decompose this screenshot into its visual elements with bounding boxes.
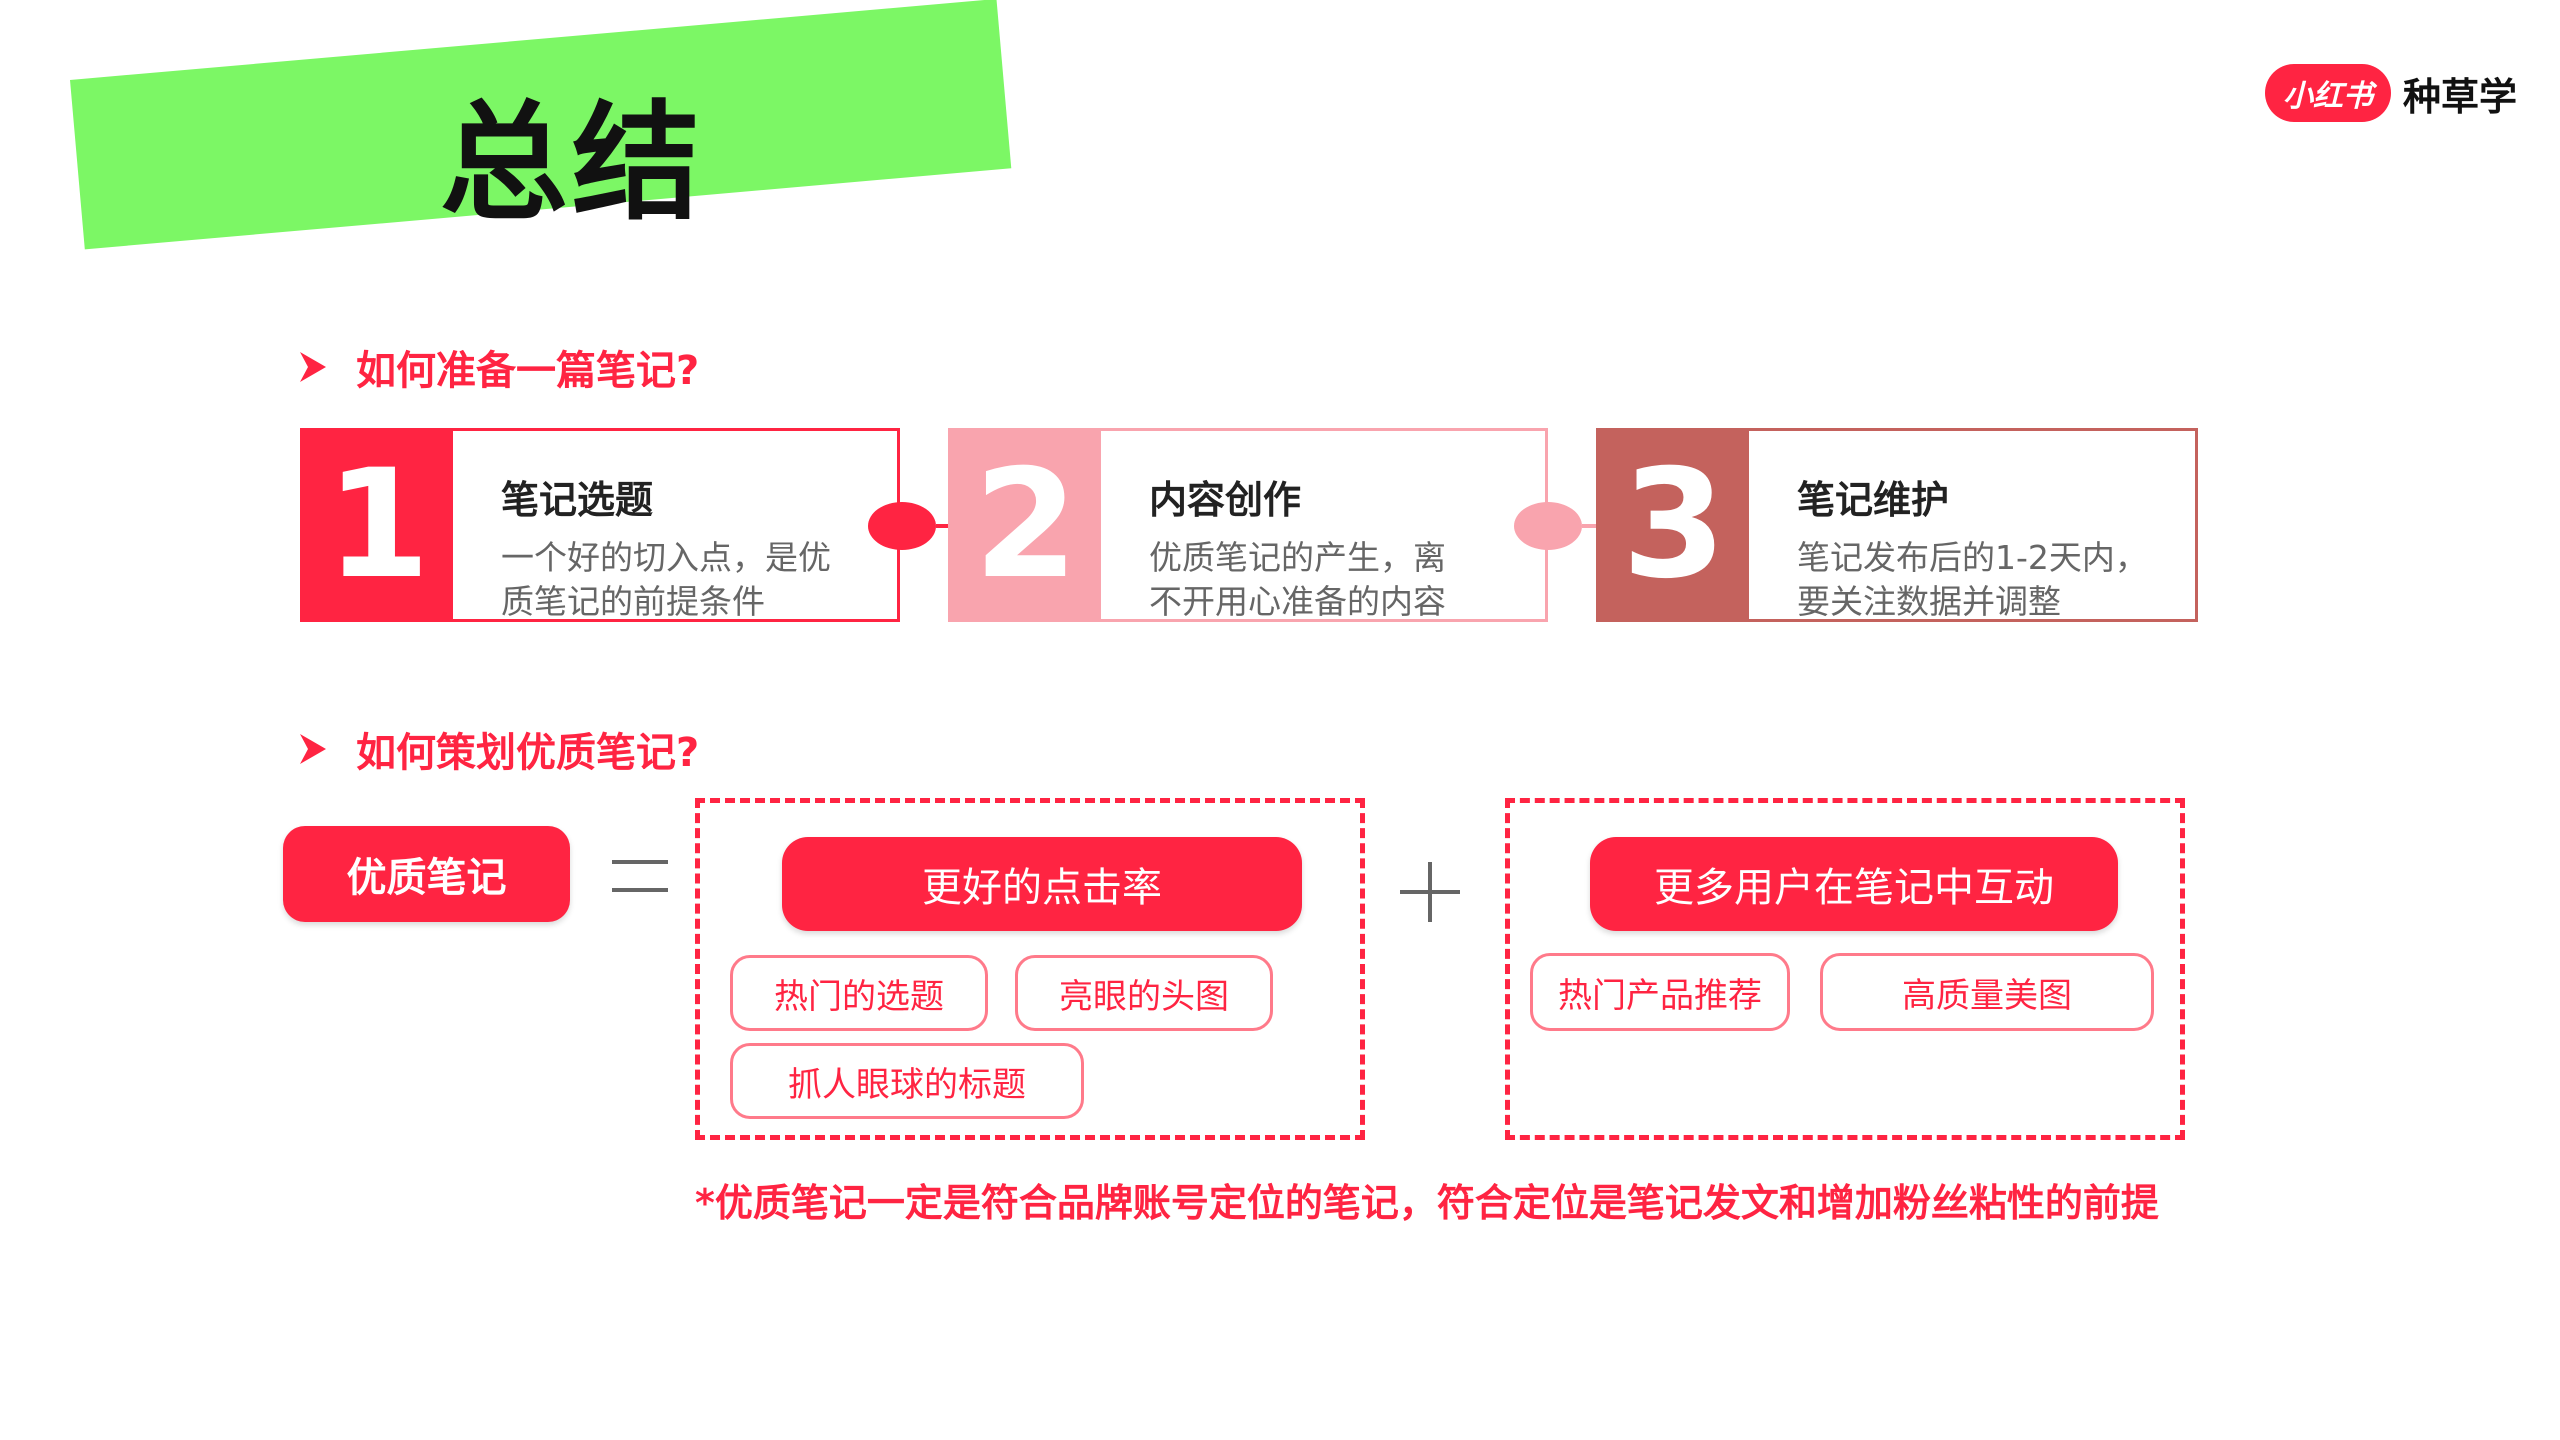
- step-desc-1: 一个好的切入点，是优 质笔记的前提条件: [501, 538, 831, 621]
- step-card-3: 3 笔记维护 笔记发布后的1-2天内， 要关注数据并调整: [1596, 428, 2198, 622]
- section1-heading: 如何准备一篇笔记?: [300, 338, 699, 396]
- page-title: 总结: [440, 89, 705, 238]
- step-number-1: 1: [303, 431, 453, 619]
- group1-box: 更好的点击率 热门的选题 亮眼的头图 抓人眼球的标题: [695, 798, 1365, 1140]
- step-card-1: 1 笔记选题 一个好的切入点，是优 质笔记的前提条件: [300, 428, 900, 622]
- group2-tag-1: 热门产品推荐: [1530, 953, 1790, 1031]
- group2-label: 更多用户在笔记中互动: [1590, 837, 2118, 931]
- step-number-3: 3: [1599, 431, 1749, 619]
- group1-tag-2: 亮眼的头图: [1015, 955, 1273, 1031]
- connector-dot: [868, 502, 936, 550]
- brand-logo: 小红书 种草学: [2265, 60, 2517, 126]
- group1-tag-3: 抓人眼球的标题: [730, 1043, 1084, 1119]
- section1-heading-text: 如何准备一篇笔记?: [356, 348, 700, 394]
- logo-text: 种草学: [2403, 74, 2518, 119]
- section2-heading: 如何策划优质笔记?: [300, 720, 699, 778]
- connector-dot: [1514, 502, 1582, 550]
- logo-badge: 小红书: [2265, 64, 2391, 122]
- step-title-3: 笔记维护: [1797, 478, 1950, 522]
- arrow-icon: [300, 734, 326, 764]
- step-number-2: 2: [951, 431, 1101, 619]
- step-desc-2: 优质笔记的产生，离 不开用心准备的内容: [1149, 538, 1446, 621]
- group1-label: 更好的点击率: [782, 837, 1302, 931]
- equals-sign: [612, 860, 668, 916]
- group1-tag-1: 热门的选题: [730, 955, 988, 1031]
- step-title-2: 内容创作: [1149, 478, 1302, 522]
- section2-heading-text: 如何策划优质笔记?: [356, 730, 700, 776]
- group2-box: 更多用户在笔记中互动 热门产品推荐 高质量美图: [1505, 798, 2185, 1140]
- arrow-icon: [300, 352, 326, 382]
- step-desc-3: 笔记发布后的1-2天内， 要关注数据并调整: [1797, 538, 2148, 621]
- step-title-1: 笔记选题: [501, 478, 654, 522]
- quality-note-pill: 优质笔记: [283, 826, 570, 922]
- footnote: *优质笔记一定是符合品牌账号定位的笔记，符合定位是笔记发文和增加粉丝粘性的前提: [695, 1181, 2159, 1225]
- step-card-2: 2 内容创作 优质笔记的产生，离 不开用心准备的内容: [948, 428, 1548, 622]
- plus-sign: [1400, 862, 1460, 922]
- group2-tag-2: 高质量美图: [1820, 953, 2154, 1031]
